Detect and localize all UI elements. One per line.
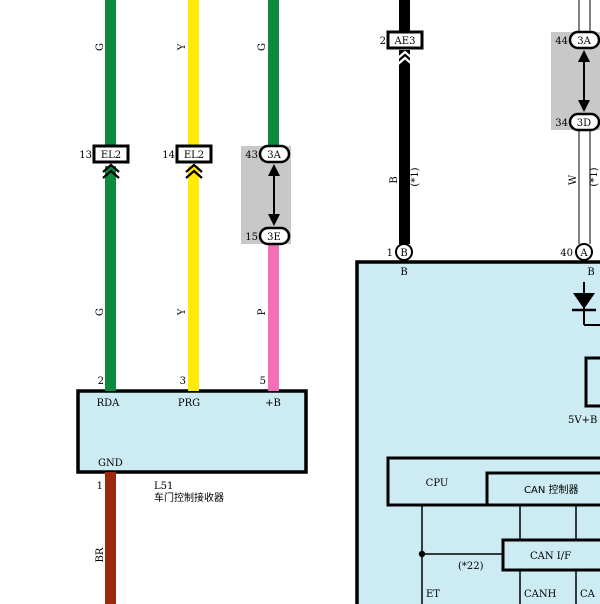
note-22: (*22) [458,561,484,572]
ecu-canl-label: CA [580,589,596,600]
ecu-pin-b-num: 1 [387,248,393,259]
junction-3a-left: 3A 43 [245,144,291,164]
chevron-up-icon [102,163,120,173]
junction-3d: 3D 34 [555,112,600,132]
junction-3a-right: 3A 44 [555,30,600,50]
junction-3e: 3E 15 [245,226,291,246]
can-if-block [501,538,600,572]
chevron-up-icon [102,169,120,179]
junction-3a-right-name: 3A [577,36,591,47]
diode-icon [573,293,595,309]
wire-p-lower [268,244,279,391]
chevron-up-icon [396,56,414,66]
connector-ae3: AE3 2 [380,30,424,66]
junction-3a-right-pin: 44 [555,36,568,47]
connector-el2-b-name: EL2 [184,150,204,161]
receiver-pin-num-prg: 3 [180,376,186,387]
connector-el2-b-pin: 14 [162,150,175,161]
wire-color-label-g3: G [257,43,268,51]
wire-color-label-br: BR [95,547,106,562]
ecu-canh-label: CANH [524,589,557,600]
connector-el2-a: EL2 13 [79,144,130,179]
receiver-pin-num-b: 5 [260,376,266,387]
ecu-pin-b-name: B [400,248,407,259]
junction-3d-name: 3D [577,118,591,129]
arrow-down-icon [578,100,590,112]
junction-dot [418,550,426,558]
junction-3a-left-pin: 43 [245,150,258,161]
wire-br [105,472,116,604]
wire-note-w: (*1) [589,167,600,186]
wire-note-b: (*1) [410,167,421,186]
wire-color-label-g-lower: G [95,308,106,316]
receiver-pin-label-rda: RDA [97,398,121,409]
receiver-pin-label-prg: PRG [178,398,200,409]
chevron-up-icon [185,169,203,179]
wire-g-lower [105,166,116,391]
arrow-down-icon [268,214,280,226]
wire-y-lower [188,166,199,391]
ecu-pin-b: B 1 [387,243,413,261]
wire-color-label-g-upper: G [95,43,106,51]
receiver-pin-label-gnd: GND [98,458,123,469]
receiver-name: 车门控制接收器 [154,491,224,504]
ecu-pin-a-num: 40 [560,248,573,259]
wire-color-label-p: P [257,308,268,315]
junction-3a-left-name: 3A [267,150,281,161]
wire-g-upper [105,0,116,148]
wire-y-upper [188,0,199,148]
chevron-up-icon [185,163,203,173]
wire-b-lower [399,50,410,244]
wire-color-label-w: W [568,174,579,185]
connector-el2-a-pin: 13 [79,150,92,161]
connector-el2-a-name: EL2 [101,150,121,161]
chevron-up-icon [396,50,414,60]
connector-ae3-pin: 2 [380,36,386,47]
wire-g3-upper [268,0,279,148]
receiver-pin-num-gnd: 1 [97,481,103,492]
junction-3d-pin: 34 [555,118,568,129]
ecu-pin-a: A 40 [560,243,593,261]
receiver-pin-num-rda: 2 [98,376,104,387]
can-controller-block [485,471,600,507]
arrow-up-icon [578,50,590,62]
ecu-label-b: B [400,267,407,278]
ecu-pin-a-name: A [579,248,588,259]
power-block [584,356,600,408]
receiver-id: L51 [154,481,173,492]
can-controller-label: CAN 控制器 [524,483,578,496]
cpu-label: CPU [426,478,449,489]
ecu-label-b2: B [587,267,594,278]
junction-3e-pin: 15 [245,232,258,243]
wire-b [399,0,410,32]
wire-color-label-b: B [389,176,400,183]
ecu-et-label: ET [426,589,440,600]
power-label: 5V+B [568,415,597,426]
wire-color-label-y-lower: Y [177,308,188,316]
arrow-up-icon [268,164,280,176]
connector-el2-b: EL2 14 [162,144,213,179]
connector-ae3-name: AE3 [394,36,416,47]
wire-color-label-y-upper: Y [177,43,188,51]
can-if-label: CAN I/F [530,551,571,562]
junction-3e-name: 3E [267,232,281,243]
receiver-pin-label-b: +B [265,398,281,409]
